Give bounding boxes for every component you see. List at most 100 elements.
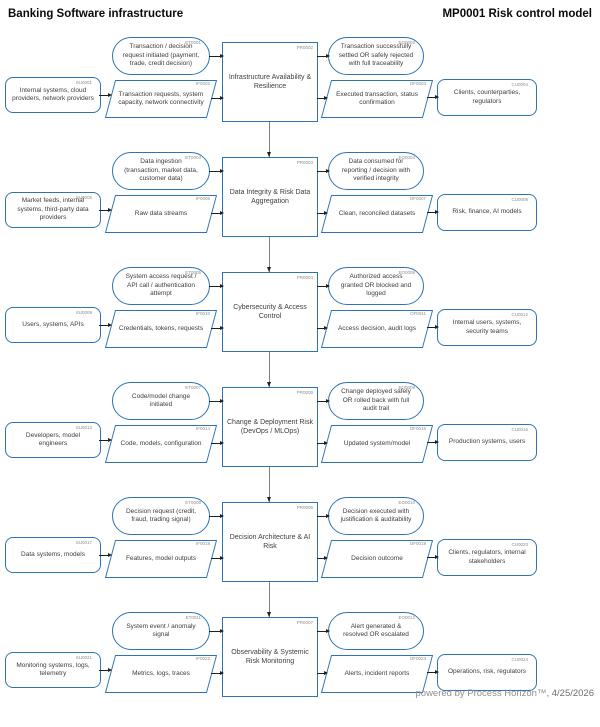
- flow-arrow: [427, 209, 439, 214]
- customer-label: Clients, regulators, internal stakeholde…: [448, 549, 526, 565]
- input-event-label: Code/model change initiated: [131, 392, 191, 408]
- flow-arrow: [209, 283, 224, 288]
- shape-code: OF0015: [409, 426, 426, 431]
- shape-code: ET0003: [185, 154, 201, 160]
- flow-arrow: [99, 437, 112, 442]
- flow-arrow: [317, 325, 328, 330]
- process-row-2: SU0005 Market feeds, internal systems, t…: [0, 152, 600, 272]
- process-label: Change & Deployment Risk (DevOps / MLOps…: [227, 418, 313, 435]
- input-data-label: Transaction requests, system capacity, n…: [118, 90, 204, 106]
- input-event-label: Data ingestion (transaction, market data…: [124, 158, 198, 183]
- customer-box: CU0004 Clients, counterparties, regulato…: [437, 79, 537, 116]
- output-event-label: Decision executed with justification & a…: [340, 507, 412, 523]
- process-connector-arrow: [266, 582, 271, 617]
- customer-label: Production systems, users: [448, 438, 526, 446]
- flow-arrow: [99, 92, 112, 97]
- input-event-label: System event / anomaly signal: [126, 622, 196, 638]
- shape-code: CU0004: [511, 81, 528, 87]
- output-data-shape: OF0015 Updated system/model: [326, 425, 428, 463]
- customer-box: CU0016 Production systems, users: [437, 424, 537, 461]
- shape-code: EO0004: [398, 154, 415, 160]
- shape-code: ET0011: [185, 614, 201, 620]
- output-data-label: Alerts, incident reports: [344, 669, 410, 677]
- customer-label: Operations, risk, regulators: [447, 668, 527, 676]
- flow-arrow: [317, 440, 328, 445]
- shape-code: IF0018: [195, 541, 210, 546]
- shape-code: IF0006: [195, 196, 210, 201]
- input-event-shape: ET0007 Code/model change initiated: [112, 382, 210, 420]
- flow-arrow: [317, 95, 328, 100]
- flow-arrow: [427, 669, 439, 674]
- shape-code: EO0006: [398, 269, 415, 275]
- input-data-shape: IF0014 Code, models, configuration: [110, 425, 212, 463]
- output-event-shape: EO0002 Transaction successfully settled …: [328, 37, 424, 75]
- shape-code: IF0002: [195, 81, 210, 86]
- input-data-shape: IF0010 Credentials, tokens, requests: [110, 310, 212, 348]
- input-event-shape: ET0001 Transaction / decision request in…: [112, 37, 210, 75]
- flow-arrow: [317, 398, 330, 403]
- process-box: PR0005 Change & Deployment Risk (DevOps …: [222, 387, 318, 467]
- shape-code: SU0009: [75, 309, 92, 315]
- output-data-shape: OF0007 Clean, reconciled datasets: [326, 195, 428, 233]
- output-data-shape: OF0011 Access decision, audit logs: [326, 310, 428, 348]
- process-connector-arrow: [266, 467, 271, 502]
- input-data-label: Metrics, logs, traces: [132, 669, 190, 677]
- shape-code: CU0012: [511, 311, 528, 317]
- shape-code: OF0019: [409, 541, 426, 546]
- flow-arrow: [211, 325, 224, 330]
- input-event-shape: ET0011 System event / anomaly signal: [112, 612, 210, 650]
- input-data-shape: IF0002 Transaction requests, system capa…: [110, 80, 212, 118]
- process-label: Infrastructure Availability & Resilience: [228, 73, 312, 90]
- process-connector-arrow: [266, 237, 271, 272]
- shape-code: CU0016: [511, 426, 528, 432]
- input-data-shape: IF0006 Raw data streams: [110, 195, 212, 233]
- customer-box: CU0020 Clients, regulators, internal sta…: [437, 539, 537, 576]
- shape-code: OF0003: [409, 81, 426, 86]
- process-label: Decision Architecture & AI Risk: [229, 533, 311, 550]
- shape-code: ET0001: [185, 39, 201, 45]
- input-event-label: Decision request (credit, fraud, trading…: [125, 507, 197, 523]
- shape-code: PR0002: [296, 44, 313, 50]
- input-data-label: Raw data streams: [134, 209, 188, 217]
- input-data-label: Features, model outputs: [125, 554, 197, 562]
- shape-code: IF0010: [195, 311, 210, 316]
- supplier-box: SU0009 Users, systems, APIs: [5, 307, 101, 343]
- process-connector-arrow: [266, 352, 271, 387]
- shape-code: EO0002: [398, 39, 415, 45]
- output-event-shape: EO0010 Decision executed with justificat…: [328, 497, 424, 535]
- customer-box: CU0012 Internal users, systems, security…: [437, 309, 537, 346]
- shape-code: OF0007: [409, 196, 426, 201]
- flow-arrow: [209, 513, 224, 518]
- flow-arrow: [209, 628, 224, 633]
- shape-code: IF0022: [195, 656, 210, 661]
- flow-arrow: [317, 555, 328, 560]
- supplier-label: Market feeds, internal systems, third-pa…: [17, 197, 89, 222]
- process-box: PR0006 Decision Architecture & AI Risk: [222, 502, 318, 582]
- customer-box: CU0008 Risk, finance, AI models: [437, 194, 537, 231]
- flow-arrow: [317, 513, 330, 518]
- process-box: PR0002 Infrastructure Availability & Res…: [222, 42, 318, 122]
- footer-credit: powered by Process Horizon™, 4/25/2026: [416, 688, 595, 699]
- output-data-label: Clean, reconciled datasets: [338, 209, 416, 217]
- supplier-box: SU0021 Monitoring systems, logs, telemet…: [5, 652, 101, 688]
- flow-arrow: [209, 398, 224, 403]
- output-data-label: Decision outcome: [351, 554, 403, 562]
- output-data-shape: OF0019 Decision outcome: [326, 540, 428, 578]
- input-data-label: Code, models, configuration: [120, 439, 202, 447]
- process-box: PR0007 Observability & Systemic Risk Mon…: [222, 617, 318, 697]
- flow-arrow: [317, 53, 330, 58]
- output-data-label: Updated system/model: [343, 439, 411, 447]
- shape-code: EO0008: [398, 384, 415, 390]
- shape-code: CU0020: [511, 541, 528, 547]
- shape-code: ET0005: [185, 269, 201, 275]
- output-event-shape: EO0012 Alert generated & resolved OR esc…: [328, 612, 424, 650]
- input-event-label: Transaction / decision request initiated…: [122, 43, 200, 68]
- supplier-box: SU0013 Developers, model engineers: [5, 422, 101, 458]
- customer-label: Risk, finance, AI models: [452, 208, 522, 216]
- shape-code: IF0014: [195, 426, 210, 431]
- flow-arrow: [211, 440, 224, 445]
- process-row-4: SU0013 Developers, model engineers ET000…: [0, 382, 600, 502]
- shape-code: SU0013: [75, 424, 92, 430]
- input-data-shape: IF0018 Features, model outputs: [110, 540, 212, 578]
- input-data-shape: IF0022 Metrics, logs, traces: [110, 655, 212, 693]
